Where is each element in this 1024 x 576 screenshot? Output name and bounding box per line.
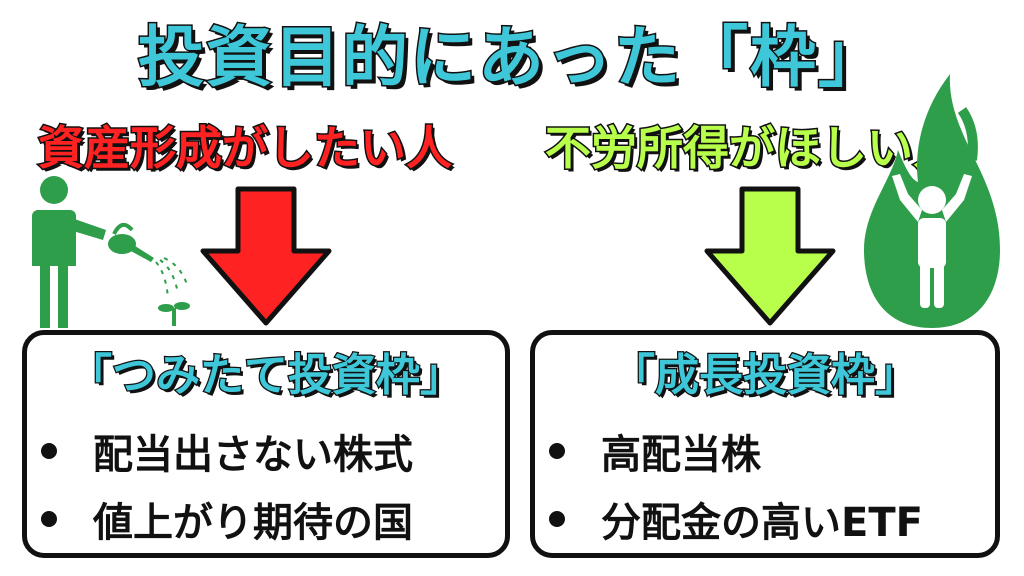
flame-person-icon: [864, 74, 1000, 328]
tsumitate-list: 配当出さない株式 値上がり期待の国: [41, 417, 413, 553]
heading-passive-income: 不労所得がほしい人: [544, 120, 961, 177]
growth-box: 「成長投資枠」 高配当株 分配金の高いETF: [530, 330, 1000, 558]
growth-list: 高配当株 分配金の高いETF: [549, 417, 923, 553]
bullet-icon: [549, 443, 565, 459]
bullet-icon: [41, 511, 57, 527]
gardener-watering-icon: [32, 176, 190, 328]
growth-box-title: 「成長投資枠」: [610, 349, 921, 403]
bullet-icon: [549, 511, 565, 527]
heading-asset-building: 資産形成がしたい人: [37, 120, 454, 177]
list-item: 配当出さない株式: [41, 417, 413, 485]
page-title: 投資目的にあった「枠」: [137, 18, 886, 98]
list-item: 値上がり期待の国: [41, 485, 413, 553]
list-item: 高配当株: [549, 417, 923, 485]
down-arrow-red-icon: [200, 186, 332, 326]
down-arrow-green-icon: [704, 186, 836, 326]
bullet-icon: [41, 443, 57, 459]
tsumitate-box: 「つみたて投資枠」 配当出さない株式 値上がり期待の国: [22, 330, 510, 558]
tsumitate-box-title: 「つみたて投資枠」: [67, 349, 466, 403]
list-item: 分配金の高いETF: [549, 485, 923, 553]
